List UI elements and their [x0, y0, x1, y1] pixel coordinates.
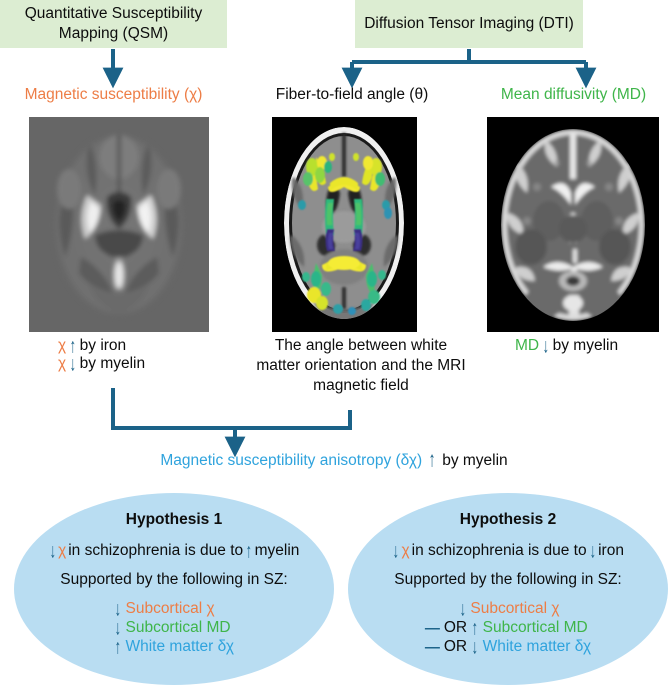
hypothesis-1-items: ↓ Subcortical χ ↓ Subcortical MD ↑ White… [114, 597, 234, 659]
arrow-down-icon: ↓ [589, 539, 596, 563]
method-box-qsm-label: Quantitative Susceptibility Mapping (QSM… [24, 4, 203, 42]
list-item: — OR ↓ White matter δχ [424, 635, 592, 659]
measure-md-text: Mean diffusivity (MD) [500, 86, 647, 103]
anisotropy-label: Magnetic susceptibility anisotropy (δχ) [160, 452, 423, 469]
arrow-up-icon: ↑ [428, 448, 436, 472]
hypothesis-1-ellipse: Hypothesis 1 ↓ χ in schizophrenia is due… [14, 493, 334, 685]
arrow-down-icon: ↓ [471, 635, 479, 659]
arrow-down-icon: ↓ [392, 539, 399, 563]
arrow-down-icon: ↓ [69, 352, 77, 376]
list-item-label: Subcortical MD [125, 619, 231, 636]
arrow-down-icon: ↓ [114, 616, 121, 640]
hypothesis-2-ellipse: Hypothesis 2 ↓ χ in schizophrenia is due… [348, 493, 668, 685]
list-item: ↓ Subcortical χ [425, 597, 560, 621]
method-box-qsm: Quantitative Susceptibility Mapping (QSM… [0, 0, 227, 48]
qsm-annotations: χ ↑ by iron χ ↓ by myelin [58, 334, 146, 376]
method-box-dti: Diffusion Tensor Imaging (DTI) [355, 0, 583, 48]
md-annotation-row: MD ↓ by myelin [515, 334, 619, 358]
measure-chi-text: Magnetic susceptibility (χ) [24, 86, 203, 103]
hypothesis-2-statement-mid: in schizophrenia is due to [411, 542, 587, 559]
list-item: ↓ Subcortical MD [114, 616, 231, 640]
anisotropy-text: by myelin [442, 452, 508, 469]
hypothesis-1-statement-mid: in schizophrenia is due to [68, 542, 244, 559]
qsm-annotation-text: by myelin [79, 355, 146, 373]
hypothesis-1-support-header: Supported by the following in SZ: [60, 571, 288, 588]
md-symbol: MD [515, 337, 540, 354]
hypothesis-1-title: Hypothesis 1 [125, 511, 223, 528]
chi-symbol: χ [58, 337, 67, 354]
dti-caption-text: The angle between white matter orientati… [256, 337, 466, 395]
list-item-label: White matter δχ [125, 638, 234, 655]
qsm-annotation-row: χ ↓ by myelin [58, 352, 146, 376]
arrow-up-icon: ↑ [69, 334, 77, 358]
list-item-label: Subcortical χ [125, 600, 215, 617]
brain-image-md [487, 117, 659, 332]
arrow-down-icon: ↓ [114, 597, 121, 621]
brain-image-dti [272, 117, 417, 332]
hypothesis-1-statement: ↓ χ in schizophrenia is due to ↑ myelin [49, 539, 300, 563]
anisotropy-statement: Magnetic susceptibility anisotropy (δχ) … [0, 448, 668, 472]
hypothesis-1-statement-end: myelin [254, 542, 300, 559]
hypothesis-2-support-header: Supported by the following in SZ: [394, 571, 622, 588]
dash-icon: — [424, 619, 440, 637]
measure-label-chi: Magnetic susceptibility (χ) [0, 86, 227, 104]
dash-icon: — [424, 638, 440, 656]
list-item: ↓ Subcortical χ [114, 597, 215, 621]
hypothesis-2-statement-end: iron [598, 542, 624, 559]
arrow-up-icon: ↑ [245, 539, 253, 563]
list-item-label: Subcortical χ [470, 600, 560, 617]
measure-label-md: Mean diffusivity (MD) [479, 86, 668, 104]
qsm-annotation-row: χ ↑ by iron [58, 334, 145, 358]
arrow-up-icon: ↑ [114, 635, 121, 659]
arrow-down-icon: ↓ [49, 539, 56, 563]
measure-theta-text: Fiber-to-field angle (θ) [275, 86, 429, 103]
qsm-annotation-text: by iron [79, 337, 127, 354]
brain-image-qsm [29, 117, 209, 332]
method-box-dti-label: Diffusion Tensor Imaging (DTI) [364, 14, 574, 32]
anisotropy-row: Magnetic susceptibility anisotropy (δχ) … [160, 448, 508, 472]
arrow-up-icon: ↑ [471, 616, 479, 640]
chi-symbol: χ [58, 542, 67, 559]
hypothesis-2-items: ↓ Subcortical χ — OR ↑ Subcortical MD — … [424, 597, 592, 659]
arrow-down-icon: ↓ [459, 597, 466, 621]
list-item: — OR ↑ Subcortical MD [424, 616, 588, 640]
chi-symbol: χ [401, 542, 410, 559]
list-item: ↑ White matter δχ [114, 635, 234, 659]
dti-caption: The angle between white matter orientati… [251, 336, 471, 396]
hypothesis-2-title: Hypothesis 2 [459, 511, 557, 528]
md-annotation: MD ↓ by myelin [515, 334, 619, 358]
hypothesis-2-statement: ↓ χ in schizophrenia is due to ↓ iron [392, 539, 624, 563]
list-item-label: Subcortical MD [482, 619, 588, 636]
list-item-label: White matter δχ [482, 638, 592, 655]
arrow-down-icon: ↓ [542, 334, 550, 358]
measure-label-theta: Fiber-to-field angle (θ) [262, 86, 442, 104]
chi-symbol: χ [58, 355, 67, 373]
list-item-or: OR [443, 619, 468, 636]
list-item-or: OR [443, 638, 468, 655]
md-annotation-text: by myelin [552, 337, 619, 354]
